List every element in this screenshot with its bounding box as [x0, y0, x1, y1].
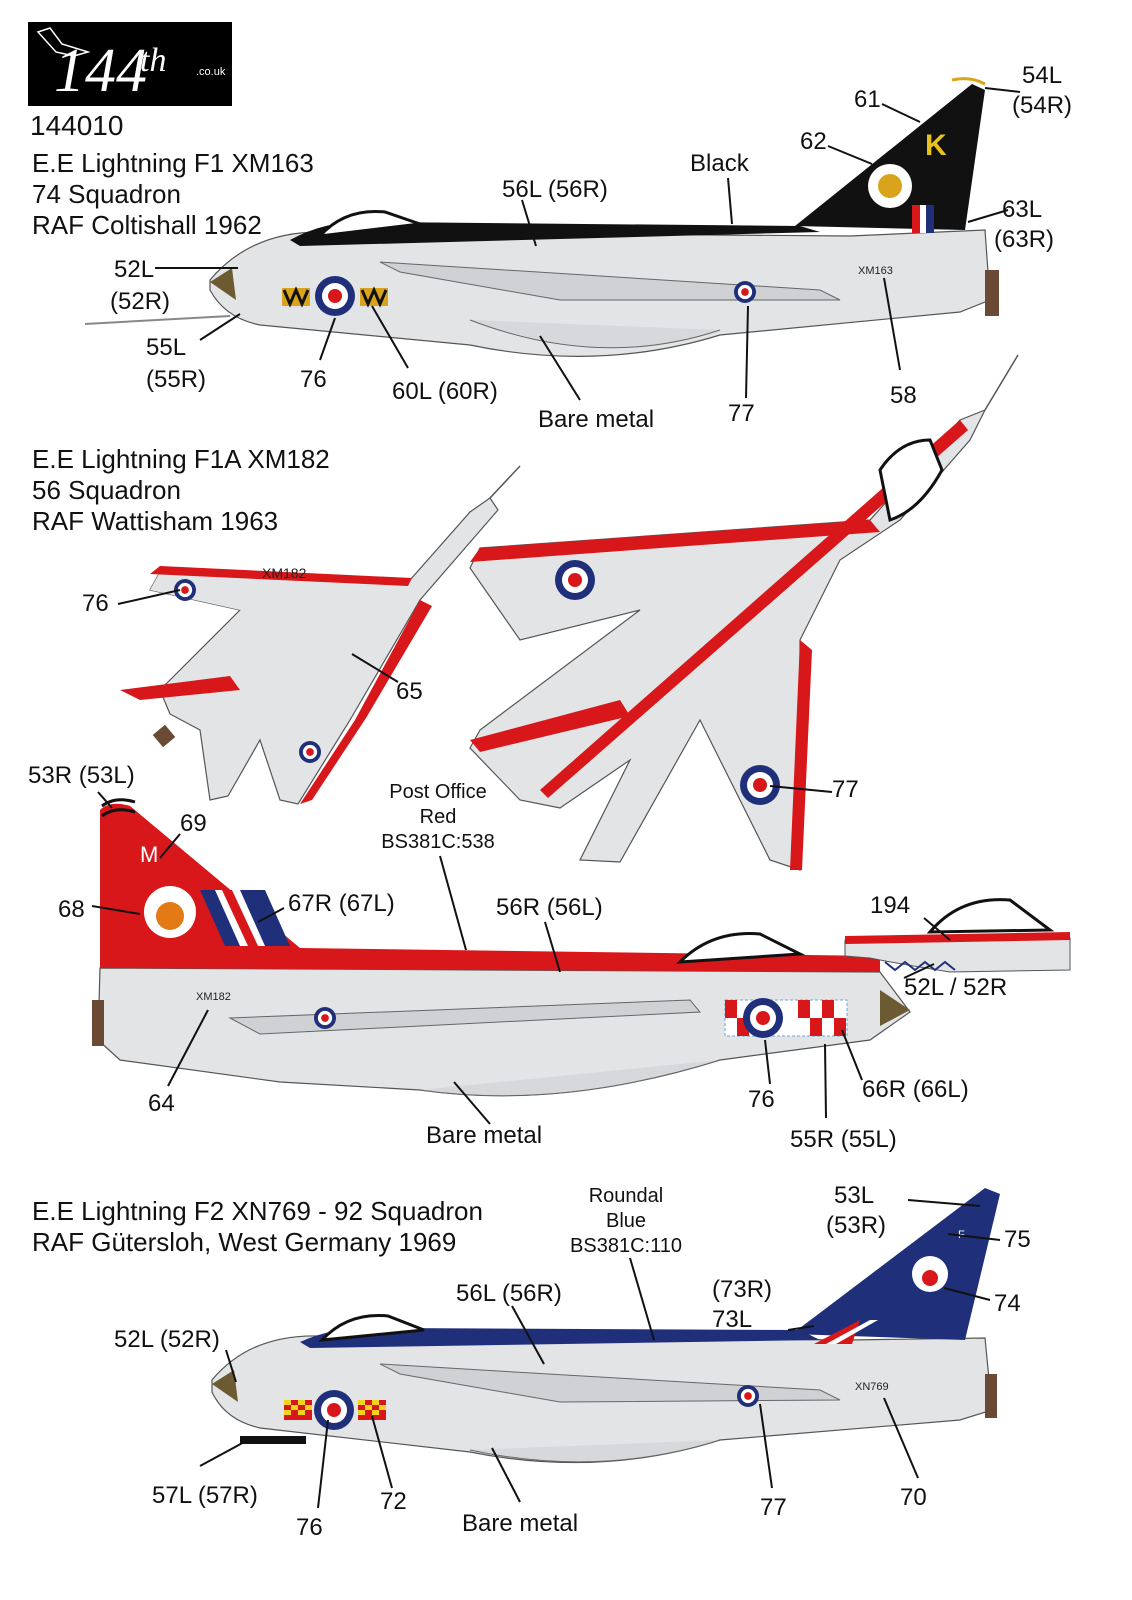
callout-72: 72 — [380, 1488, 407, 1515]
callout-62: 62 — [800, 128, 827, 155]
product-code: 144010 — [30, 110, 124, 141]
logo-number: 144 — [54, 37, 147, 105]
note-line: Red — [419, 806, 457, 828]
callout-76: 76 — [300, 366, 327, 393]
callout-194: 194 — [870, 892, 911, 919]
callout-77: 77 — [728, 400, 755, 427]
callout-73l: 73L — [712, 1306, 753, 1333]
callout-76: 76 — [82, 590, 109, 617]
note-line: BS381C:538 — [381, 831, 495, 853]
callout-68: 68 — [58, 896, 85, 923]
callout-67r: 67R (67L) — [288, 890, 395, 917]
serial-xm182-wing: XM182 — [262, 565, 307, 581]
callout-55r: 55R (55L) — [790, 1126, 897, 1153]
callout-53r: (53R) — [826, 1212, 887, 1239]
callout-65: 65 — [396, 678, 423, 705]
callout-58: 58 — [890, 382, 917, 409]
title-line: RAF Coltishall 1962 — [32, 210, 262, 240]
callout-52r: (52R) — [110, 288, 171, 315]
callout-60l: 60L (60R) — [392, 378, 498, 405]
profile-2-title: E.E Lightning F1A XM182 56 Squadron RAF … — [32, 444, 330, 537]
callout-57l: 57L (57R) — [152, 1482, 258, 1509]
aircraft-xm182-underside: XM182 — [120, 465, 521, 805]
callout-56l: 56L (56R) — [456, 1280, 562, 1307]
callout-64: 64 — [148, 1090, 175, 1117]
note-line: BS381C:110 — [570, 1235, 682, 1257]
title-line: E.E Lightning F1 XM163 — [32, 148, 314, 178]
nose-detail-inset — [844, 898, 1071, 973]
roundel-blue-note: Roundal Blue BS381C:110 — [556, 1184, 696, 1259]
callout-75: 75 — [1004, 1226, 1031, 1253]
fin-letter-k: K — [925, 129, 947, 162]
aircraft-xm163-profile: K XM163 — [84, 77, 999, 357]
callout-63l: 63L — [1002, 196, 1043, 223]
post-office-red-note: Post Office Red BS381C:538 — [368, 780, 508, 855]
serial-xn769: XN769 — [855, 1381, 889, 1393]
callout-52l: 52L — [114, 256, 155, 283]
aircraft-xm182-topside — [469, 354, 1019, 871]
callout-63r: (63R) — [994, 226, 1055, 253]
callout-76: 76 — [296, 1514, 323, 1541]
callout-bare-metal: Bare metal — [538, 406, 655, 433]
callout-54l: 54L — [1022, 62, 1063, 89]
callout-52l-52r: 52L / 52R — [904, 974, 1008, 1001]
callout-76: 76 — [748, 1086, 775, 1113]
callout-55r: (55R) — [146, 366, 207, 393]
callout-54r: (54R) — [1012, 92, 1073, 119]
title-line: RAF Wattisham 1963 — [32, 506, 279, 536]
callout-61: 61 — [854, 86, 881, 113]
title-line: 74 Squadron — [32, 179, 181, 209]
callout-70: 70 — [900, 1484, 927, 1511]
title-line: RAF Gütersloh, West Germany 1969 — [32, 1227, 457, 1257]
aircraft-xn769-profile: F XN769 — [211, 1188, 1000, 1464]
callout-55l: 55L — [146, 334, 187, 361]
logo-jet-icon — [36, 27, 91, 57]
callout-73r: (73R) — [712, 1276, 773, 1303]
callout-56l: 56L (56R) — [502, 176, 608, 203]
brand-logo: 144 th .co.uk — [28, 22, 232, 106]
aircraft-xm182-profile: M XM182 — [92, 798, 911, 1097]
callout-74: 74 — [994, 1290, 1021, 1317]
note-line: Blue — [605, 1210, 647, 1232]
profile-3-title: E.E Lightning F2 XN769 - 92 Squadron RAF… — [32, 1196, 483, 1258]
title-line: E.E Lightning F2 XN769 - 92 Squadron — [32, 1196, 483, 1226]
callout-bare-metal: Bare metal — [462, 1510, 579, 1537]
callout-56r: 56R (56L) — [496, 894, 603, 921]
title-line: 56 Squadron — [32, 475, 181, 505]
title-line: E.E Lightning F1A XM182 — [32, 444, 330, 474]
logo-domain: .co.uk — [196, 66, 226, 78]
roundel-icon — [315, 276, 355, 316]
note-line: Roundal — [588, 1185, 664, 1207]
callout-77: 77 — [832, 776, 859, 803]
note-line: Post Office — [389, 781, 487, 803]
serial-xm182-fuselage: XM182 — [196, 991, 231, 1003]
squadron-bars-92 — [284, 1400, 386, 1420]
callout-53r: 53R (53L) — [28, 762, 135, 789]
logo-superscript: th — [140, 42, 167, 79]
profile-1-title: E.E Lightning F1 XM163 74 Squadron RAF C… — [32, 148, 314, 241]
callout-77: 77 — [760, 1494, 787, 1521]
callout-black: Black — [690, 150, 749, 177]
callout-66r: 66R (66L) — [862, 1076, 969, 1103]
callout-69: 69 — [180, 810, 207, 837]
callout-52l: 52L (52R) — [114, 1326, 220, 1353]
callout-bare-metal: Bare metal — [426, 1122, 543, 1149]
serial-xm163: XM163 — [858, 265, 893, 277]
fin-letter-m: M — [140, 842, 158, 867]
callout-53l: 53L — [834, 1182, 875, 1209]
